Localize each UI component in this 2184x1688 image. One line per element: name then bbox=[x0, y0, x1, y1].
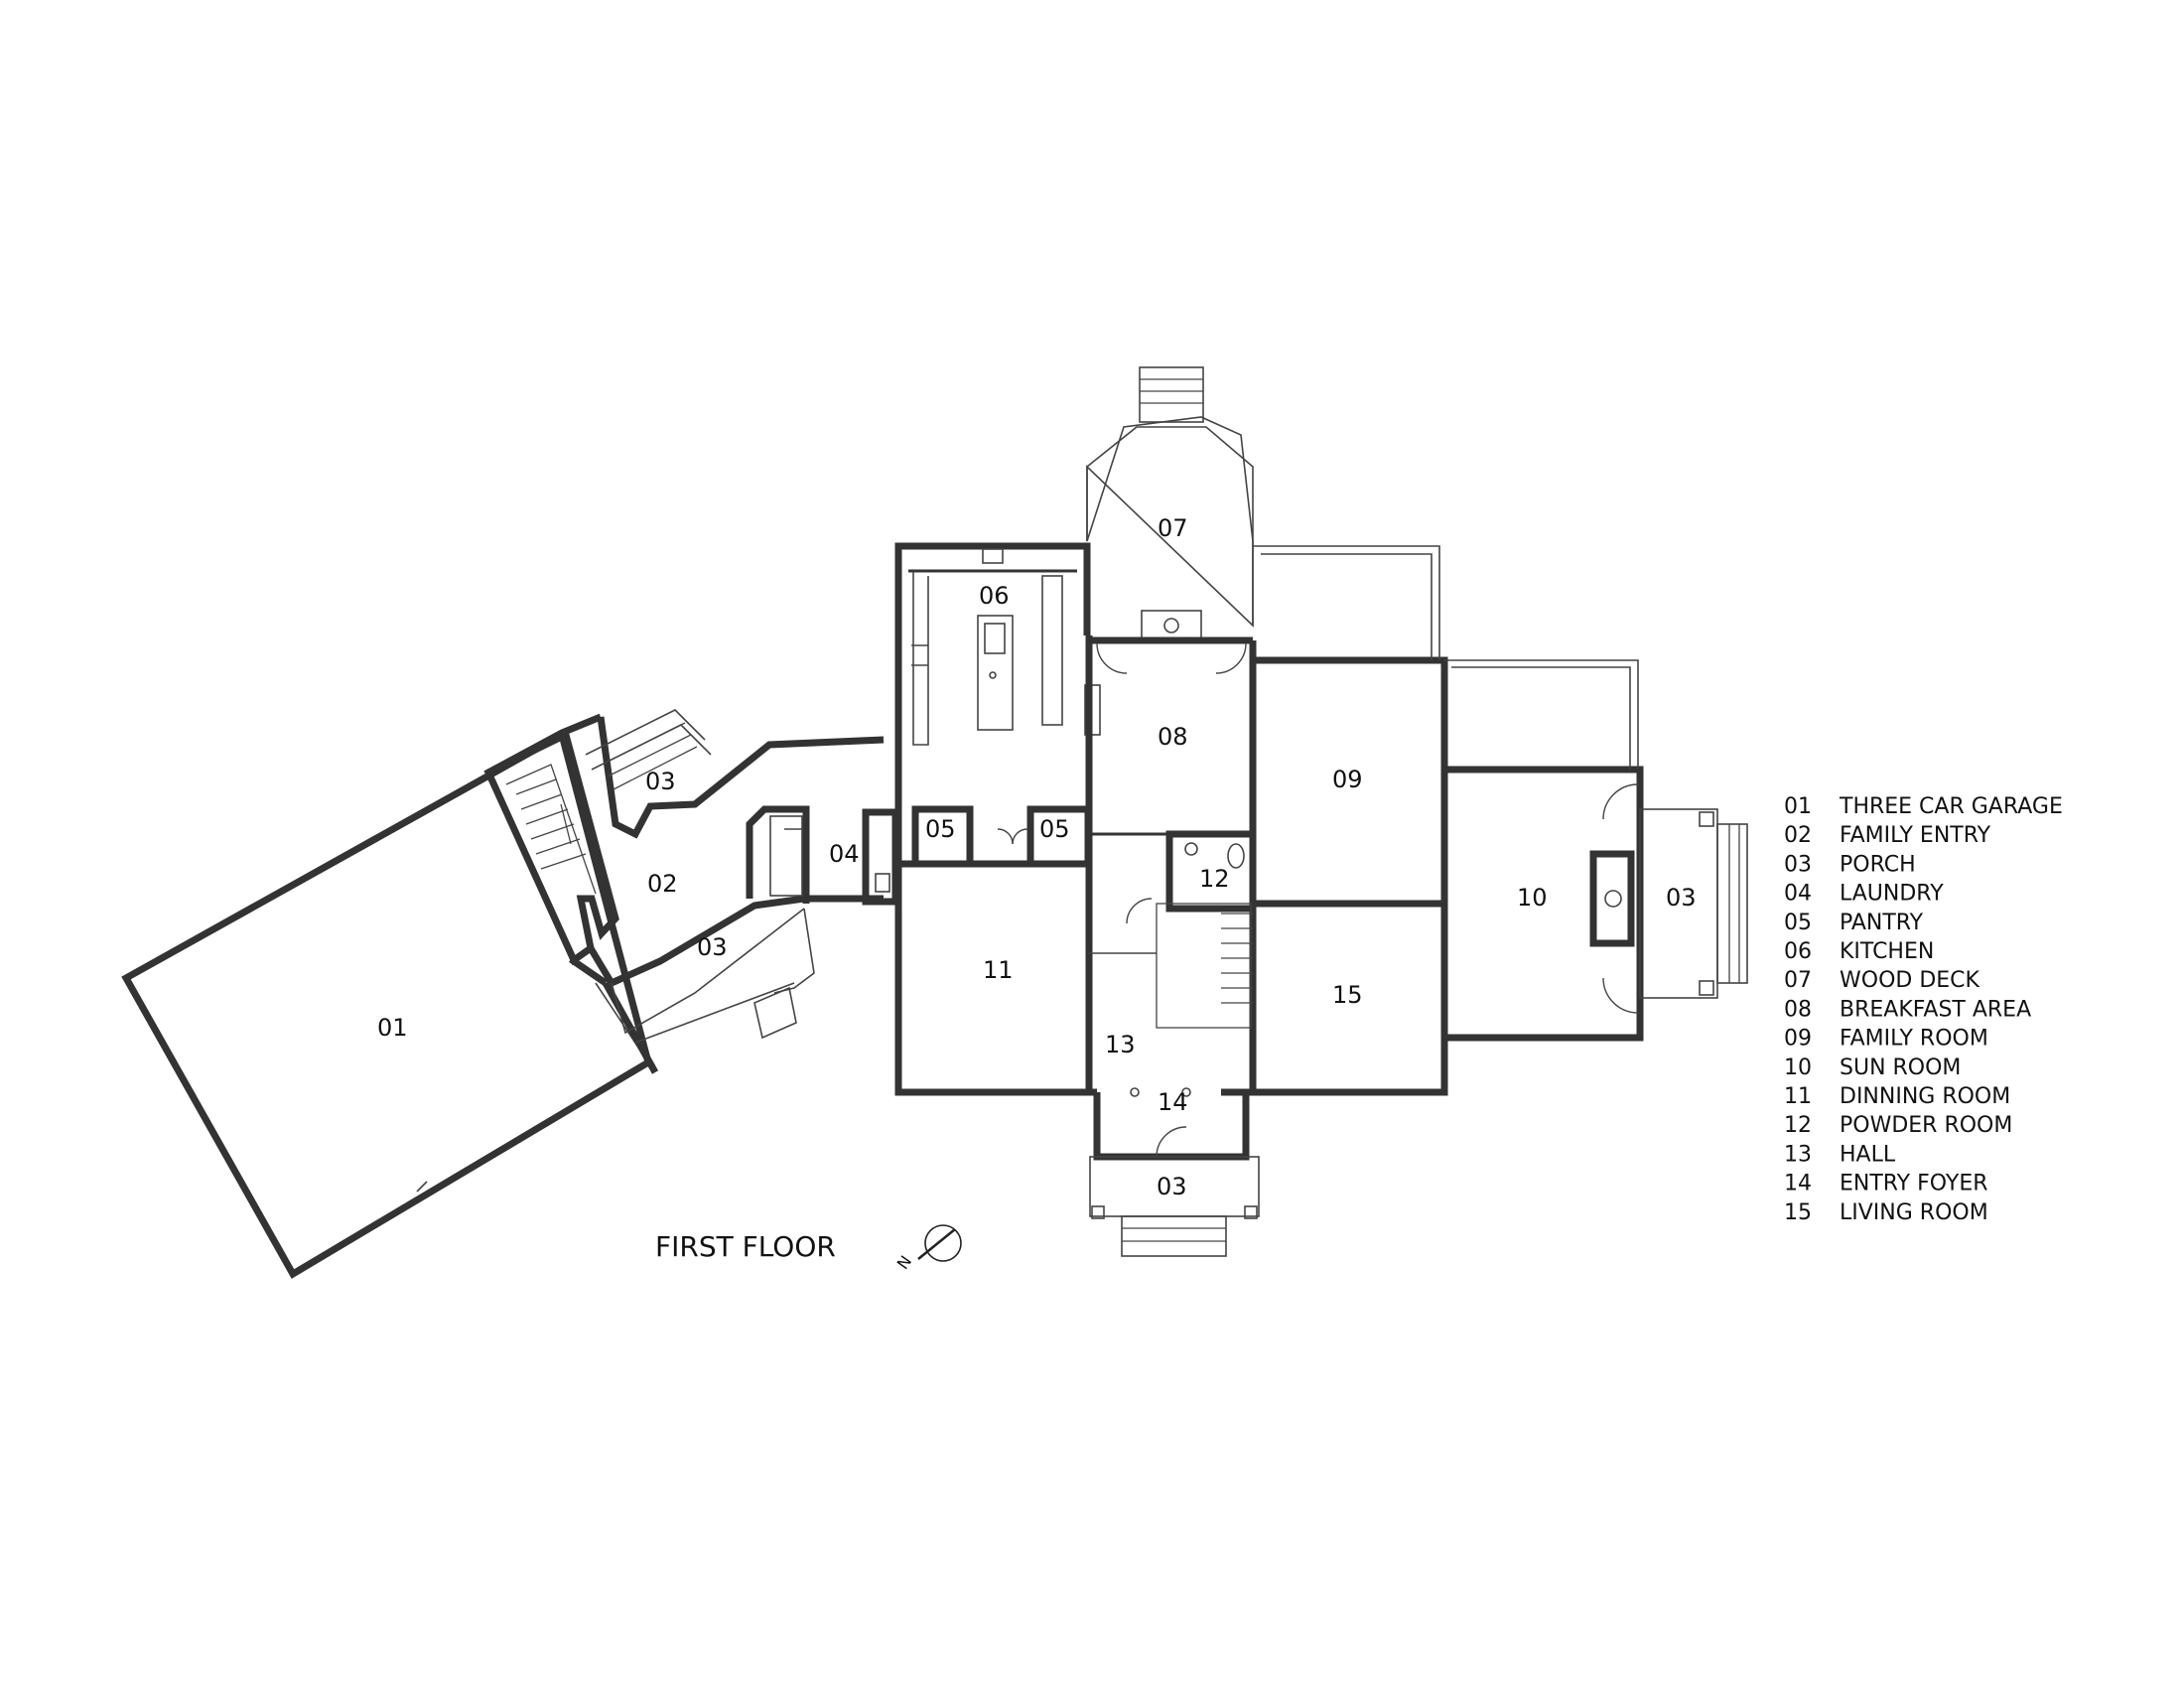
kitchen-walls bbox=[894, 542, 1101, 874]
legend-number: 05 bbox=[1784, 911, 1812, 935]
legend-number: 13 bbox=[1784, 1142, 1812, 1167]
legend-room-name: LAUNDRY bbox=[1840, 882, 1944, 907]
legend-number: 03 bbox=[1784, 852, 1812, 877]
legend-room-name: DINNING ROOM bbox=[1840, 1084, 2010, 1109]
room-label-kitchen: 06 bbox=[979, 582, 1010, 610]
legend-number: 02 bbox=[1784, 823, 1812, 848]
room-label-pantry-right: 05 bbox=[1039, 815, 1070, 843]
east-wing-walls bbox=[1253, 545, 1448, 1096]
legend-number: 07 bbox=[1784, 968, 1812, 993]
legend-number: 06 bbox=[1784, 939, 1812, 964]
legend-room-name: ENTRY FOYER bbox=[1840, 1172, 1988, 1196]
legend-number: 01 bbox=[1784, 794, 1812, 819]
legend-number: 09 bbox=[1784, 1027, 1812, 1052]
north-arrow-circle bbox=[924, 1224, 962, 1262]
room-label-laundry: 04 bbox=[829, 840, 860, 868]
drawing-title: FIRST FLOOR bbox=[655, 1230, 836, 1263]
wood-deck bbox=[1086, 366, 1254, 639]
room-label-porch-east: 03 bbox=[1666, 884, 1697, 912]
legend-room-name: PORCH bbox=[1840, 852, 1916, 877]
family-entry-walls bbox=[483, 713, 885, 1074]
room-legend: 01 THREE CAR GARAGE 02 FAMILY ENTRY 03 PORCH 0… bbox=[1784, 794, 2063, 1225]
foyer-porch bbox=[1089, 1087, 1260, 1257]
legend-room-name: FAMILY ROOM bbox=[1840, 1027, 1988, 1052]
garage-walls bbox=[121, 729, 653, 1279]
legend-room-name: FAMILY ENTRY bbox=[1840, 823, 1991, 848]
laundry-walls bbox=[746, 805, 899, 906]
legend-room-name: KITCHEN bbox=[1840, 939, 1934, 964]
north-porch bbox=[585, 709, 712, 790]
legend-number: 15 bbox=[1784, 1200, 1812, 1225]
legend-room-name: HALL bbox=[1840, 1142, 1896, 1167]
room-labels: 01 02 03 03 04 05 05 06 07 08 09 10 03 1… bbox=[377, 514, 1697, 1200]
legend-number: 10 bbox=[1784, 1055, 1812, 1080]
room-label-foyer: 14 bbox=[1158, 1088, 1188, 1116]
north-arrow-label: N bbox=[893, 1252, 915, 1273]
legend-room-name: THREE CAR GARAGE bbox=[1839, 794, 2063, 819]
legend-number: 14 bbox=[1784, 1172, 1812, 1196]
legend-room-name: WOOD DECK bbox=[1840, 968, 1980, 993]
south-porch bbox=[611, 908, 815, 1044]
room-label-dining: 11 bbox=[983, 956, 1014, 984]
room-label-powder: 12 bbox=[1199, 865, 1230, 893]
central-walls bbox=[1085, 635, 1257, 1096]
legend-room-name: SUN ROOM bbox=[1840, 1055, 1961, 1080]
room-label-breakfast: 08 bbox=[1158, 723, 1188, 751]
room-label-family-room: 09 bbox=[1332, 766, 1363, 793]
side-stair bbox=[505, 764, 597, 895]
legend-number: 11 bbox=[1784, 1084, 1812, 1109]
legend-room-name: BREAKFAST AREA bbox=[1840, 997, 2031, 1022]
sun-room-walls bbox=[1444, 659, 1748, 1042]
room-label-pantry-left: 05 bbox=[925, 815, 956, 843]
room-label-living: 15 bbox=[1332, 981, 1363, 1009]
dining-walls bbox=[894, 860, 1087, 1096]
room-label-porch-north: 03 bbox=[645, 768, 676, 795]
north-arrow-pointer bbox=[917, 1228, 956, 1260]
legend-room-name: LIVING ROOM bbox=[1840, 1200, 1988, 1225]
room-label-porch-south: 03 bbox=[697, 933, 728, 961]
legend-room-name: PANTRY bbox=[1840, 911, 1924, 935]
legend-room-name: POWDER ROOM bbox=[1840, 1113, 2012, 1138]
legend-number: 04 bbox=[1784, 882, 1812, 907]
room-label-sun-room: 10 bbox=[1517, 884, 1548, 912]
legend-number: 12 bbox=[1784, 1113, 1812, 1138]
legend-number: 08 bbox=[1784, 997, 1812, 1022]
room-label-family-entry: 02 bbox=[647, 870, 678, 898]
room-label-hall: 13 bbox=[1105, 1031, 1136, 1058]
north-arrow: N bbox=[893, 1224, 962, 1273]
room-label-wood-deck: 07 bbox=[1158, 514, 1188, 542]
room-label-garage: 01 bbox=[377, 1014, 408, 1042]
room-label-porch-front: 03 bbox=[1157, 1173, 1187, 1200]
